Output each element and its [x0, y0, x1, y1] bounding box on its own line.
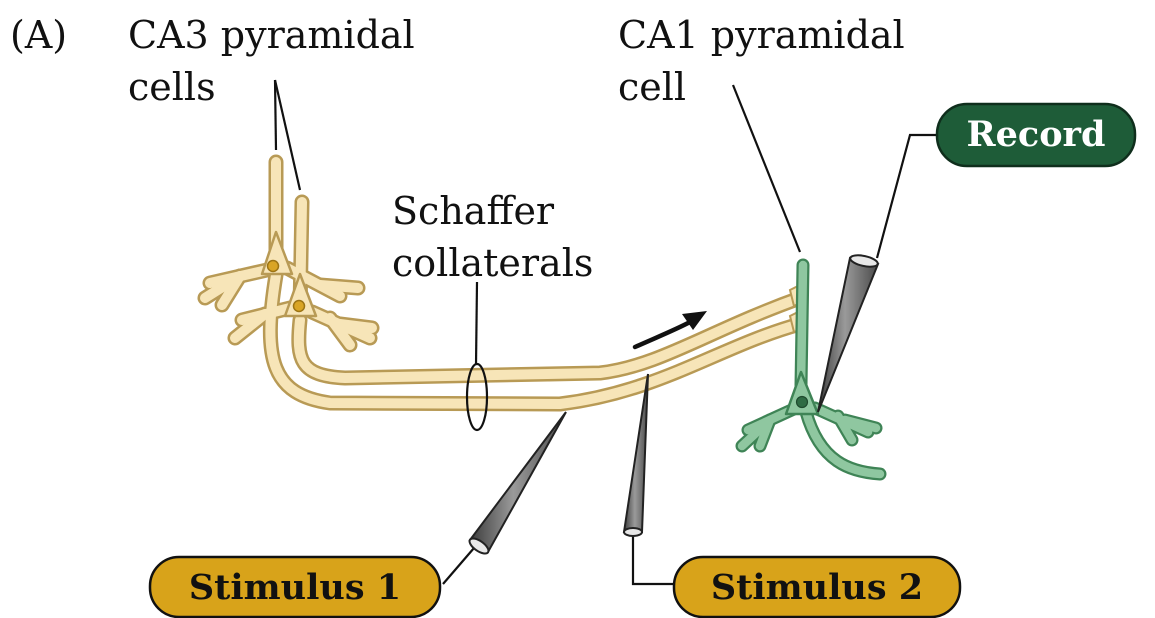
ca1-label-line1: CA1 pyramidal [618, 13, 905, 57]
ca3-leader-line-a [275, 80, 276, 150]
record-button[interactable]: Record [937, 104, 1135, 166]
record-label: Record [967, 114, 1106, 155]
ca1-nucleus [797, 397, 808, 408]
stimulus2-label: Stimulus 2 [711, 567, 923, 608]
stimulus2-button[interactable]: Stimulus 2 [674, 557, 960, 617]
stimulus2-electrode [624, 374, 648, 536]
stimulus2-cable [633, 535, 676, 584]
ca3-nucleus-upper [268, 261, 279, 272]
record-electrode [818, 253, 879, 412]
panel-label: (A) [10, 13, 67, 57]
ca3-nucleus-lower [294, 301, 305, 312]
stimulus1-label: Stimulus 1 [189, 567, 401, 608]
stimulus1-button[interactable]: Stimulus 1 [150, 557, 440, 617]
ca3-label-line1: CA3 pyramidal [128, 13, 415, 57]
ca1-label-line2: cell [618, 65, 686, 109]
schaffer-label-line2: collaterals [392, 241, 593, 285]
ca1-leader-line [733, 85, 800, 252]
schaffer-leader-line [476, 282, 477, 365]
record-cable [877, 135, 938, 258]
schaffer-label-line1: Schaffer [392, 189, 555, 233]
stimulus1-cable [443, 548, 474, 584]
ca3-label-line2: cells [128, 65, 216, 109]
stimulus1-electrode [467, 412, 566, 556]
